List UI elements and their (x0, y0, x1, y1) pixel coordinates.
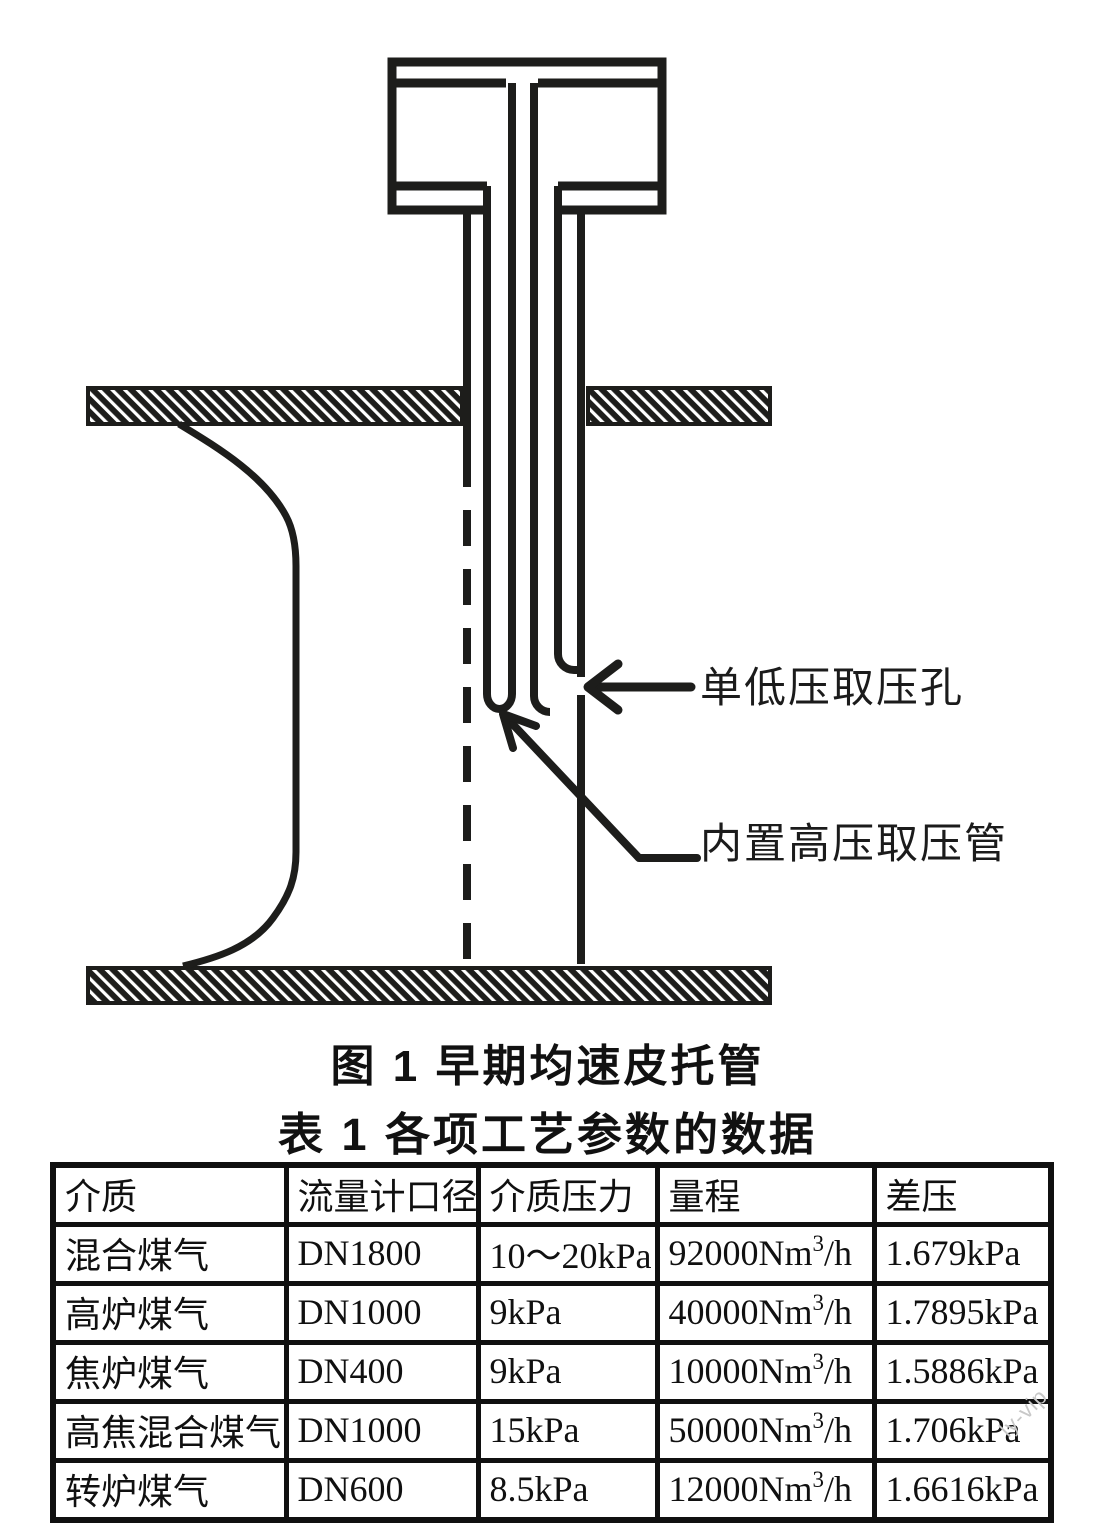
inner-tube-u-bend (483, 186, 516, 713)
superscript: 3 (812, 1231, 825, 1256)
pipe-wall-bottom (86, 966, 772, 1005)
cell-range: 92000Nm3/h (654, 1222, 877, 1286)
table-row: 高炉煤气 DN1000 9kPa 40000Nm3/h 1.7895kPa (50, 1281, 1054, 1345)
cell-diameter: DN600 (283, 1458, 481, 1523)
cell-medium: 转炉煤气 (50, 1458, 289, 1523)
table-header-row: 介质 流量计口径 介质压力 量程 差压 (50, 1162, 1054, 1227)
cell-range: 40000Nm3/h (654, 1281, 877, 1345)
col-header-medium: 介质 (50, 1162, 289, 1227)
arrowhead (499, 710, 540, 752)
superscript: 3 (812, 1349, 825, 1374)
label-high-pressure-tube: 内置高压取压管 (700, 822, 1009, 868)
cell-dp: 1.706kPa (871, 1399, 1054, 1463)
col-header-dp: 差压 (871, 1162, 1054, 1227)
pipe-walls (86, 386, 772, 1005)
col-header-range: 量程 (654, 1162, 877, 1227)
arrow-shaft (501, 712, 701, 862)
pitot-tube-diagram (86, 57, 772, 1005)
table-row: 混合煤气 DN1800 10～20kPa 92000Nm3/h 1.679kPa (50, 1222, 1054, 1286)
pitot-head (387, 57, 667, 215)
label-low-pressure-tap: 单低压取压孔 (700, 666, 965, 712)
superscript: 3 (812, 1408, 825, 1433)
table-row: 焦炉煤气 DN400 9kPa 10000Nm3/h 1.5886kPa (50, 1340, 1054, 1404)
table-row: 高焦混合煤气 DN1000 15kPa 50000Nm3/h 1.706kPa (50, 1399, 1054, 1463)
head-stem-walls (508, 83, 538, 214)
cell-dp: 1.7895kPa (871, 1281, 1054, 1345)
cell-medium: 混合煤气 (50, 1222, 289, 1286)
cell-range: 12000Nm3/h (654, 1458, 877, 1523)
col-header-pressure: 介质压力 (475, 1162, 660, 1227)
cell-pressure: 9kPa (475, 1281, 660, 1345)
superscript: 3 (812, 1467, 825, 1492)
figure-caption: 图 1 早期均速皮托管 (330, 1042, 765, 1091)
cell-range: 10000Nm3/h (654, 1340, 877, 1404)
table-caption: 表 1 各项工艺参数的数据 (277, 1109, 818, 1160)
cell-pressure: 15kPa (475, 1399, 660, 1463)
probe-tubes (463, 186, 585, 964)
cell-pressure: 10～20kPa (475, 1222, 660, 1286)
cell-diameter: DN1000 (283, 1281, 481, 1345)
outer-tube-elbow (554, 186, 581, 674)
pipe-wall-top-left (86, 386, 464, 426)
col-header-diameter: 流量计口径 (283, 1162, 481, 1227)
superscript: 3 (812, 1290, 825, 1315)
cell-dp: 1.679kPa (871, 1222, 1054, 1286)
page: { "figure": { "caption": "图 1 早期均速皮托管", … (50, 57, 1054, 1523)
cell-diameter: DN1800 (283, 1222, 481, 1286)
flow-profile-curve (177, 421, 300, 970)
cell-medium: 高炉煤气 (50, 1281, 289, 1345)
cell-dp: 1.6616kPa (871, 1458, 1054, 1523)
process-parameters-table: 介质 流量计口径 介质压力 量程 差压 混合煤气 DN1800 10～20kPa… (50, 1162, 1054, 1523)
cell-diameter: DN400 (283, 1340, 481, 1404)
pipe-wall-top-right (586, 386, 772, 426)
high-pressure-tube-arrow (499, 710, 701, 862)
inner-tube-right-wall (530, 214, 551, 716)
cell-diameter: DN1000 (283, 1399, 481, 1463)
cell-pressure: 8.5kPa (475, 1458, 660, 1523)
arrowhead (583, 659, 623, 715)
cell-pressure: 9kPa (475, 1340, 660, 1404)
low-pressure-tap-arrow (583, 659, 696, 715)
head-outline (387, 57, 667, 215)
cell-medium: 高焦混合煤气 (50, 1399, 289, 1463)
cell-range: 50000Nm3/h (654, 1399, 877, 1463)
cell-medium: 焦炉煤气 (50, 1340, 289, 1404)
table-row: 转炉煤气 DN600 8.5kPa 12000Nm3/h 1.6616kPa (50, 1458, 1054, 1523)
cell-dp: 1.5886kPa (871, 1340, 1054, 1404)
